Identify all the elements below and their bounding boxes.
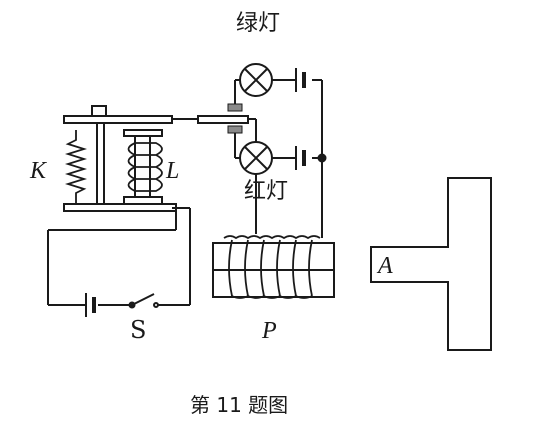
- spring-k-label: K: [29, 158, 48, 184]
- control-circuit-wires: [47, 207, 191, 306]
- relay-frame: [63, 105, 200, 212]
- lamp-circuit-wires: [234, 79, 323, 238]
- green-lamp-icon: [239, 63, 273, 97]
- battery-red-icon: [295, 146, 306, 170]
- battery-green-icon: [295, 68, 306, 92]
- coil-p-label: P: [261, 318, 277, 344]
- spring-k: [64, 130, 88, 204]
- green-lamp-label: 绿灯: [236, 11, 280, 36]
- figure-caption: 第 11 题图: [190, 393, 288, 417]
- armature: [197, 103, 249, 134]
- coil-p: [212, 235, 335, 299]
- electromagnet-l-label: L: [165, 158, 179, 184]
- block-a-label: A: [376, 253, 393, 279]
- electromagnet-l: [123, 129, 163, 205]
- junction-dot: [317, 153, 327, 163]
- red-lamp-label: 红灯: [244, 179, 288, 204]
- battery-icon: [85, 293, 96, 317]
- red-lamp-icon: [239, 141, 273, 175]
- block-a: [370, 177, 492, 351]
- switch-s-label: S: [130, 316, 146, 344]
- switch-s-icon: [128, 293, 159, 309]
